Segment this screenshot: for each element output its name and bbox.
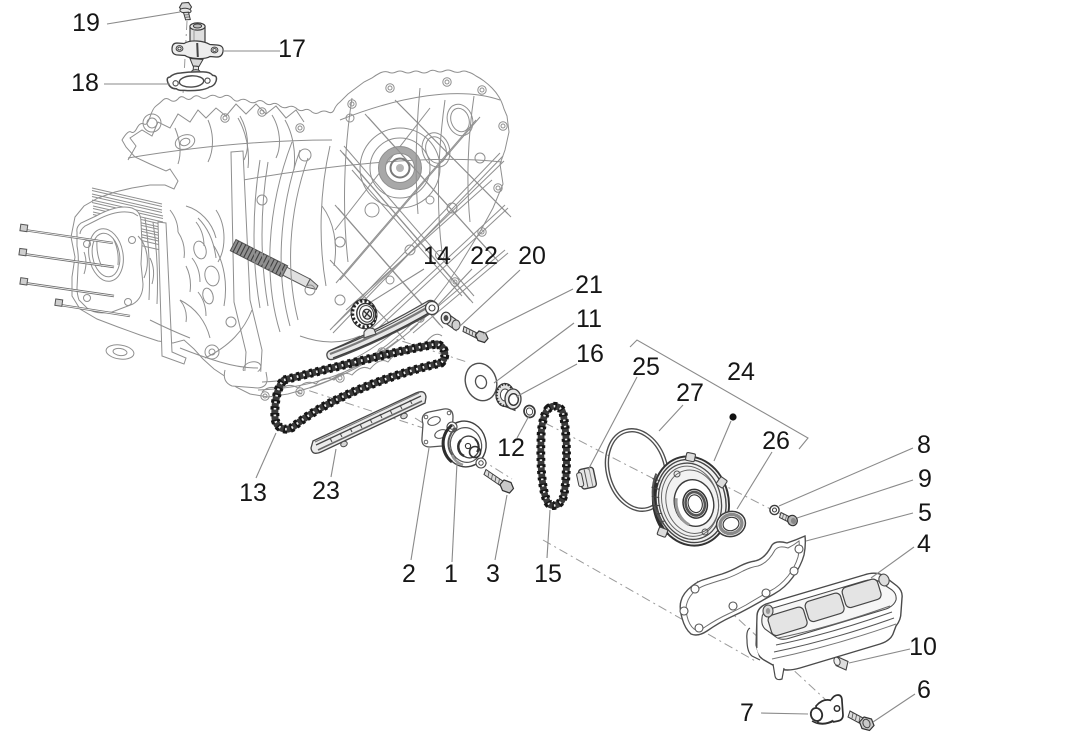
svg-text:12: 12 (497, 434, 525, 462)
svg-text:26: 26 (762, 427, 790, 455)
svg-text:18: 18 (71, 69, 99, 97)
svg-text:13: 13 (239, 479, 267, 507)
svg-text:27: 27 (676, 379, 704, 407)
svg-text:21: 21 (575, 271, 603, 299)
svg-text:4: 4 (917, 530, 931, 558)
svg-text:5: 5 (918, 499, 932, 527)
svg-text:23: 23 (312, 477, 340, 505)
svg-text:24: 24 (727, 358, 755, 386)
svg-text:19: 19 (72, 9, 100, 37)
svg-text:25: 25 (632, 353, 660, 381)
svg-text:2: 2 (402, 560, 416, 588)
svg-text:15: 15 (534, 560, 562, 588)
svg-text:1: 1 (444, 560, 458, 588)
svg-text:17: 17 (278, 35, 306, 63)
svg-text:22: 22 (470, 242, 498, 270)
svg-text:16: 16 (576, 340, 604, 368)
svg-text:3: 3 (486, 560, 500, 588)
svg-text:20: 20 (518, 242, 546, 270)
svg-text:8: 8 (917, 431, 931, 459)
svg-text:11: 11 (576, 305, 602, 333)
svg-text:6: 6 (917, 676, 931, 704)
svg-text:7: 7 (740, 699, 754, 727)
svg-text:14: 14 (423, 242, 451, 270)
svg-text:9: 9 (918, 465, 932, 493)
svg-text:10: 10 (909, 633, 937, 661)
